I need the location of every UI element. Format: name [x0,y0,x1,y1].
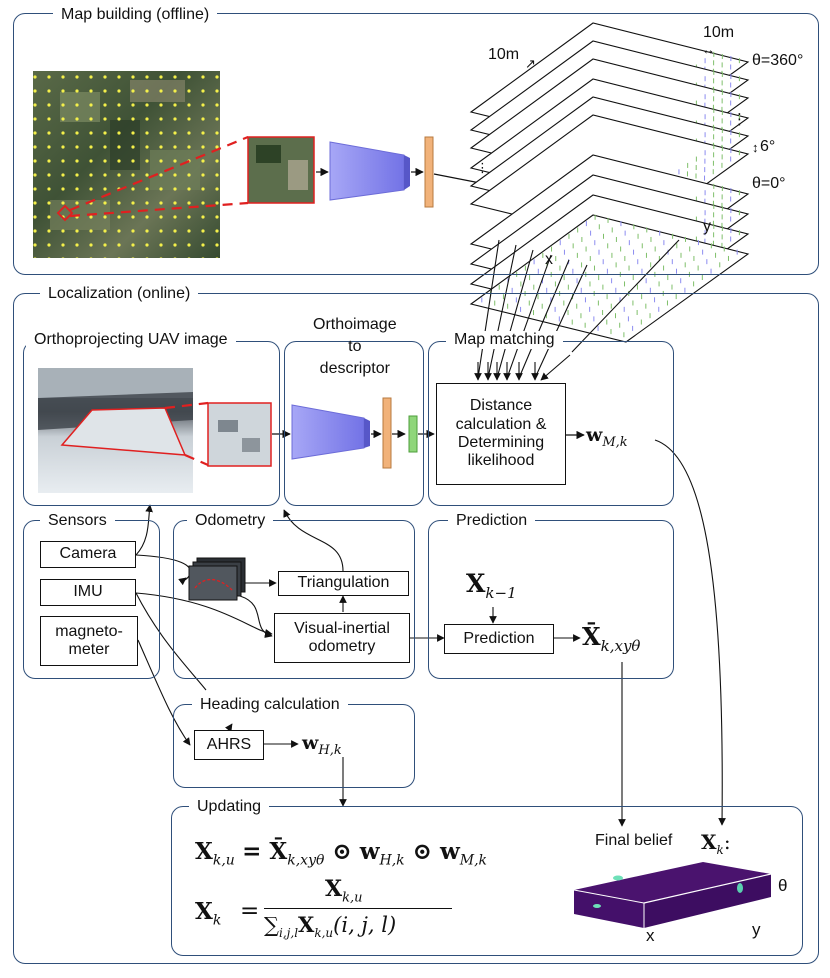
imu-box: IMU [40,579,136,606]
prediction-title: Prediction [448,512,536,530]
stack-to-matching-lines [477,239,680,379]
eq1-rhs: = X̄ [242,838,288,865]
scale-right-arrow-icon: ↔ [702,42,715,57]
eq2-numerator: Xk,u [325,876,363,906]
triangulation-box: Triangulation [278,571,409,596]
theta-top-label: θ=360° [752,52,804,69]
orthoprojecting-panel [23,341,280,506]
eq2-lhs: Xk [195,898,222,929]
scale-right-label: 10m [703,24,735,41]
w-m-subscript: M,k [602,434,628,450]
map-layer [469,214,750,343]
map-cnn-encoder [329,141,410,201]
online-descriptor-bar [382,397,392,469]
w-h-symbol: wH,k [302,732,342,758]
magnetometer-box: magneto- meter [40,616,138,666]
stack-axis-x: x [545,251,553,268]
prediction-box: Prediction [444,624,554,654]
belief-axis-theta: θ [778,876,788,895]
odometry-title: Odometry [187,512,274,530]
eq2-fraction-bar [264,908,452,910]
orthoimage-crop [207,402,272,467]
compact-descriptor-bar [408,415,418,453]
map-matching-title: Map matching [446,331,563,349]
final-belief-label: Final belief [595,832,673,849]
update-equation-1: Xk,u = X̄k,xyθ ⊙ wH,k ⊙ wM,k [195,838,487,869]
map-crop-thumbnail [247,136,315,204]
theta-bottom-label: θ=0° [752,175,786,192]
w-h-subscript: H,k [318,742,342,758]
theta-step-arrow-icon: ↕ [752,140,759,155]
ortho-to-descriptor-panel [284,341,424,506]
eq1-lhs: X [195,838,213,865]
odometry-panel [173,520,415,679]
online-cnn-encoder [291,404,370,460]
heading-title: Heading calculation [192,696,348,714]
map-building-title: Map building (offline) [53,6,218,24]
x-bar-symbol: X̄k,xyθ [582,622,641,655]
belief-axis-y: y [752,920,761,939]
final-belief-volume [573,862,772,928]
eq1-wm-sub: M,k [459,852,488,869]
localization-title: Localization (online) [40,285,199,303]
final-belief-symbol: Xk: [701,830,731,857]
prediction-panel [428,520,674,679]
camera-box: Camera [40,541,136,568]
updating-panel [171,806,803,956]
x-bar-subscript: k,xyθ [600,636,641,655]
eq1-lhs-sub: k,u [212,852,235,869]
w-m-symbol: wM,k [586,424,628,450]
scale-left-arrow-icon: ↗ [525,56,536,71]
belief-axis-x: x [646,926,655,945]
eq2-num-sub: k,u [342,890,363,906]
orthoprojecting-title: Orthoprojecting UAV image [26,331,236,349]
scale-left-label: 10m [488,46,520,63]
x-prev-symbol: Xk−1 [466,569,517,602]
x-prev-subscript: k−1 [485,584,517,602]
ortho-to-descriptor-title: Orthoimage to descriptor [313,316,397,377]
localization-panel [13,293,819,964]
stack-axis-y: y [703,218,711,235]
eq2-den-sub: k,u [314,926,334,941]
stack-dots-right: ⋮ [732,111,747,128]
eq2-denominator: ∑i,j,lXk,u(i, j, l) [264,912,397,941]
distance-calculation-box: Distance calculation & Determining likel… [436,383,566,485]
sensors-title: Sensors [40,512,115,530]
visual-inertial-odometry-box: Visual-inertial odometry [274,613,410,663]
eq1-rhs-sub: k,xyθ [287,852,325,869]
eq1-odot1: ⊙ w [324,838,380,865]
uav-image [38,368,193,493]
image-sequence-stack [188,557,246,601]
eq1-wh-sub: H,k [379,852,405,869]
eq2-equals: = [240,898,260,924]
theta-step-label: 6° [760,138,776,155]
updating-title: Updating [189,798,270,816]
eq2-den-sum-sub: i,j,l [279,926,299,941]
map-descriptor-bar [424,136,434,208]
eq2-lhs-sub: k [212,912,222,929]
eq1-odot2: ⊙ w [404,838,460,865]
final-belief-sub: k [716,843,724,857]
descriptor-map-stack [469,22,750,343]
map-building-panel [13,13,819,275]
satellite-image [33,71,220,258]
stack-dots-left: ⋮ [476,160,489,175]
ahrs-box: AHRS [194,730,264,760]
